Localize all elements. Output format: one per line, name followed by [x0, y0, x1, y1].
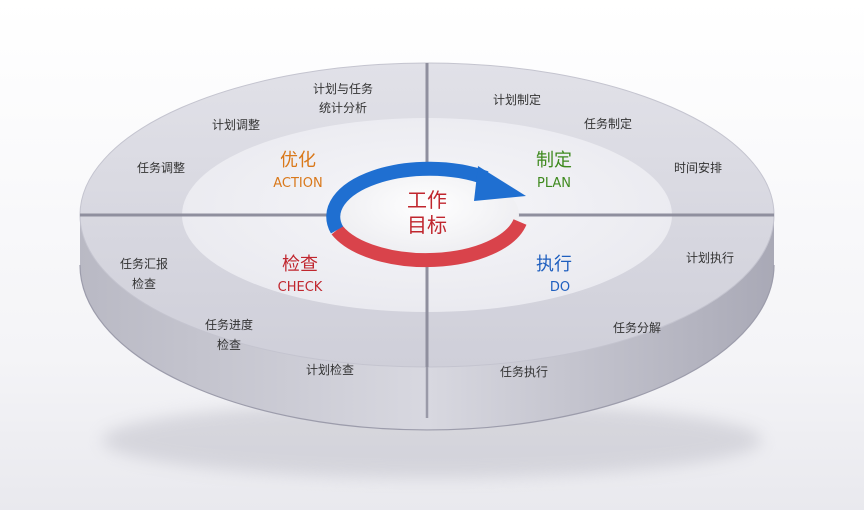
do-item-1: 计划执行 — [686, 251, 734, 265]
center-title-line2: 目标 — [407, 213, 447, 237]
quadrant-do-en: DO — [550, 280, 570, 295]
do-item-3: 任务执行 — [500, 364, 548, 379]
plan-item-2: 任务制定 — [584, 116, 632, 131]
check-item-2-line2: 检查 — [217, 337, 241, 352]
plan-item-3: 时间安排 — [674, 160, 722, 175]
disc-shadow — [102, 402, 762, 478]
quadrant-plan-cn: 制定 — [536, 150, 572, 171]
cycle-arc-red — [331, 218, 527, 268]
do-item-2: 任务分解 — [613, 320, 661, 335]
cycle-arrowhead-icon — [474, 166, 526, 201]
center-disc — [335, 169, 519, 261]
center-title-line1: 工作 — [407, 188, 447, 212]
quadrant-plan-en: PLAN — [537, 176, 571, 191]
quadrant-action-cn: 优化 — [280, 150, 316, 171]
check-item-3: 计划检查 — [306, 362, 354, 377]
check-item-1-line2: 检查 — [132, 276, 156, 291]
quadrant-do: 执行 DO — [536, 254, 572, 295]
quadrant-check: 检查 CHECK — [278, 254, 323, 295]
action-item-2: 计划调整 — [212, 117, 260, 132]
quadrant-check-cn: 检查 — [282, 254, 318, 275]
quadrant-check-en: CHECK — [278, 280, 323, 295]
cycle-arc-blue — [326, 161, 489, 234]
action-item-1-line1: 计划与任务 — [313, 81, 373, 96]
action-item-1-line2: 统计分析 — [319, 101, 367, 115]
check-item-2-line1: 任务进度 — [205, 317, 253, 332]
disc-bottom-edge — [79, 264, 775, 431]
quadrant-plan: 制定 PLAN — [536, 150, 572, 191]
quadrant-do-cn: 执行 — [536, 254, 572, 275]
plan-item-1: 计划制定 — [493, 92, 541, 107]
action-item-3: 任务调整 — [137, 160, 185, 175]
quadrant-action-en: ACTION — [273, 176, 322, 191]
quadrant-action: 优化 ACTION — [273, 150, 322, 191]
check-item-1-line1: 任务汇报 — [120, 256, 168, 271]
